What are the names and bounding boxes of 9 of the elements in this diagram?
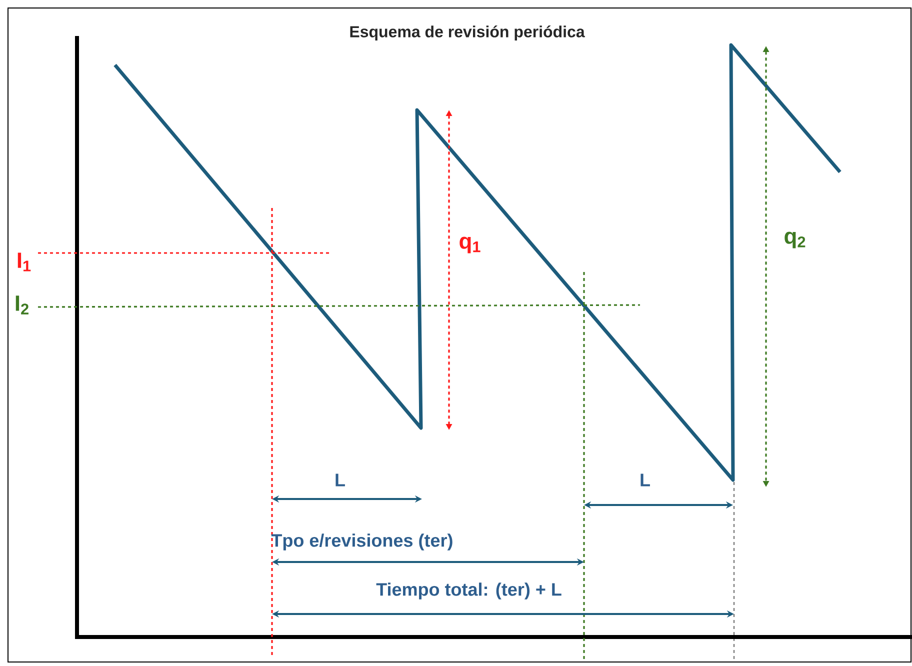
dimension-label: Tpo e/revisiones (ter)	[271, 534, 452, 550]
axis-label: I$_{1}$	[18, 252, 31, 272]
dimension-label: Tiempo total: (ter) + L	[376, 582, 562, 600]
axis-label: I$_{2}$	[16, 296, 28, 314]
axis-label: q$_{2}$	[784, 232, 806, 248]
dimension-label: L	[336, 474, 345, 486]
axis-label: q$_{1}$	[460, 236, 480, 254]
title: Esquema de revisión periódica	[350, 25, 585, 41]
dimension-label: L	[640, 474, 650, 486]
